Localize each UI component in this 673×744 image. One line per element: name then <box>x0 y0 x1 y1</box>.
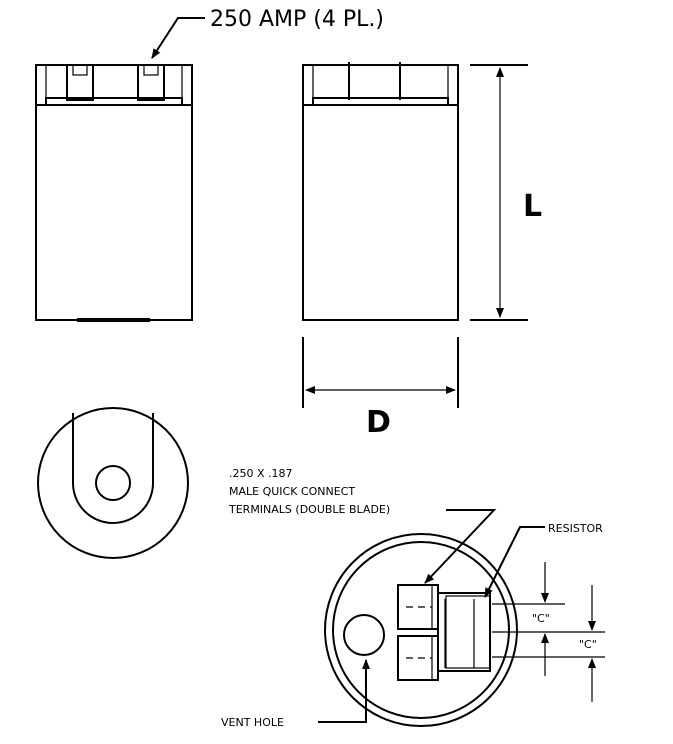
diameter-label: D <box>366 405 391 440</box>
top-view <box>324 533 518 727</box>
diameter-dimension: D <box>302 337 459 440</box>
c-dimensions: "C" "C" <box>492 562 605 702</box>
terminal-callout: 250 AMP (4 PL.) <box>151 7 384 59</box>
terminals-line-3: TERMINALS (DOUBLE BLADE) <box>228 503 390 516</box>
front-terminal-left <box>66 64 94 101</box>
resistor-callout: RESISTOR <box>484 522 603 598</box>
c-lower-label: "C" <box>579 638 597 651</box>
terminals-callout: .250 X .187 MALE QUICK CONNECT TERMINALS… <box>228 467 497 584</box>
bottom-view <box>37 407 189 559</box>
terminal-amp-label: 250 AMP (4 PL.) <box>210 7 384 32</box>
front-view <box>35 64 193 322</box>
vent-hole-label: VENT HOLE <box>221 716 284 729</box>
length-dimension: L <box>470 64 542 321</box>
length-label: L <box>523 189 542 224</box>
vent-hole-callout: VENT HOLE <box>221 659 370 729</box>
resistor-label: RESISTOR <box>548 522 603 535</box>
front-terminal-right <box>137 64 165 101</box>
terminal-block <box>397 584 491 681</box>
side-view <box>302 62 459 321</box>
terminals-line-1: .250 X .187 <box>229 467 293 480</box>
c-upper-label: "C" <box>532 612 550 625</box>
terminals-line-2: MALE QUICK CONNECT <box>229 485 355 498</box>
